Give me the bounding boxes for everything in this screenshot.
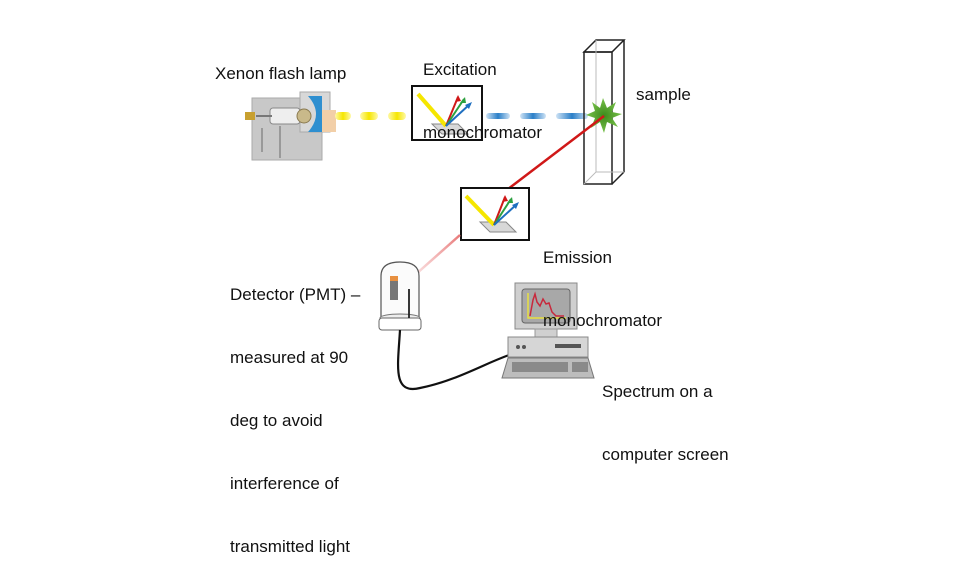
fluorimeter-diagram — [245, 39, 626, 391]
spectrum-axes — [527, 293, 566, 319]
spectrum-trace — [529, 291, 564, 317]
detector-label-line: deg to avoid — [230, 411, 323, 430]
emission-monochromator-label: Emission monochromator — [543, 205, 662, 352]
sample-label: sample — [636, 85, 691, 104]
computer-label-line1: Spectrum on a — [602, 382, 713, 401]
computer-icon — [501, 282, 595, 379]
excitation-label-line2: monochromator — [423, 123, 543, 142]
computer-label-line2: computer screen — [602, 445, 729, 464]
lamp-label: Xenon flash lamp — [215, 64, 347, 83]
excitation-monochromator-label: Excitation monochromator — [423, 17, 542, 164]
excitation-monochromator-icon — [411, 85, 483, 141]
detector-label-line: Detector (PMT) – — [230, 285, 361, 304]
excitation-beam — [335, 112, 406, 120]
emission-monochromator-icon — [460, 187, 530, 241]
computer-label: Spectrum on a computer screen — [602, 339, 729, 486]
detector-label-line: transmitted light — [230, 537, 350, 556]
pmt-icon — [378, 261, 422, 331]
detector-cable — [397, 329, 519, 391]
emission-label-line1: Emission — [543, 248, 612, 267]
fluorescence-burst-icon — [586, 98, 622, 133]
detector-label-line: interference of — [230, 474, 339, 493]
detector-label-line: measured at 90 — [230, 348, 349, 367]
emission-label-line2: monochromator — [543, 311, 663, 330]
filtered-beam — [486, 113, 588, 119]
detector-label: Detector (PMT) – measured at 90 deg to a… — [230, 242, 360, 578]
excitation-label-line1: Excitation — [423, 60, 497, 79]
xenon-lamp-icon — [245, 91, 336, 161]
